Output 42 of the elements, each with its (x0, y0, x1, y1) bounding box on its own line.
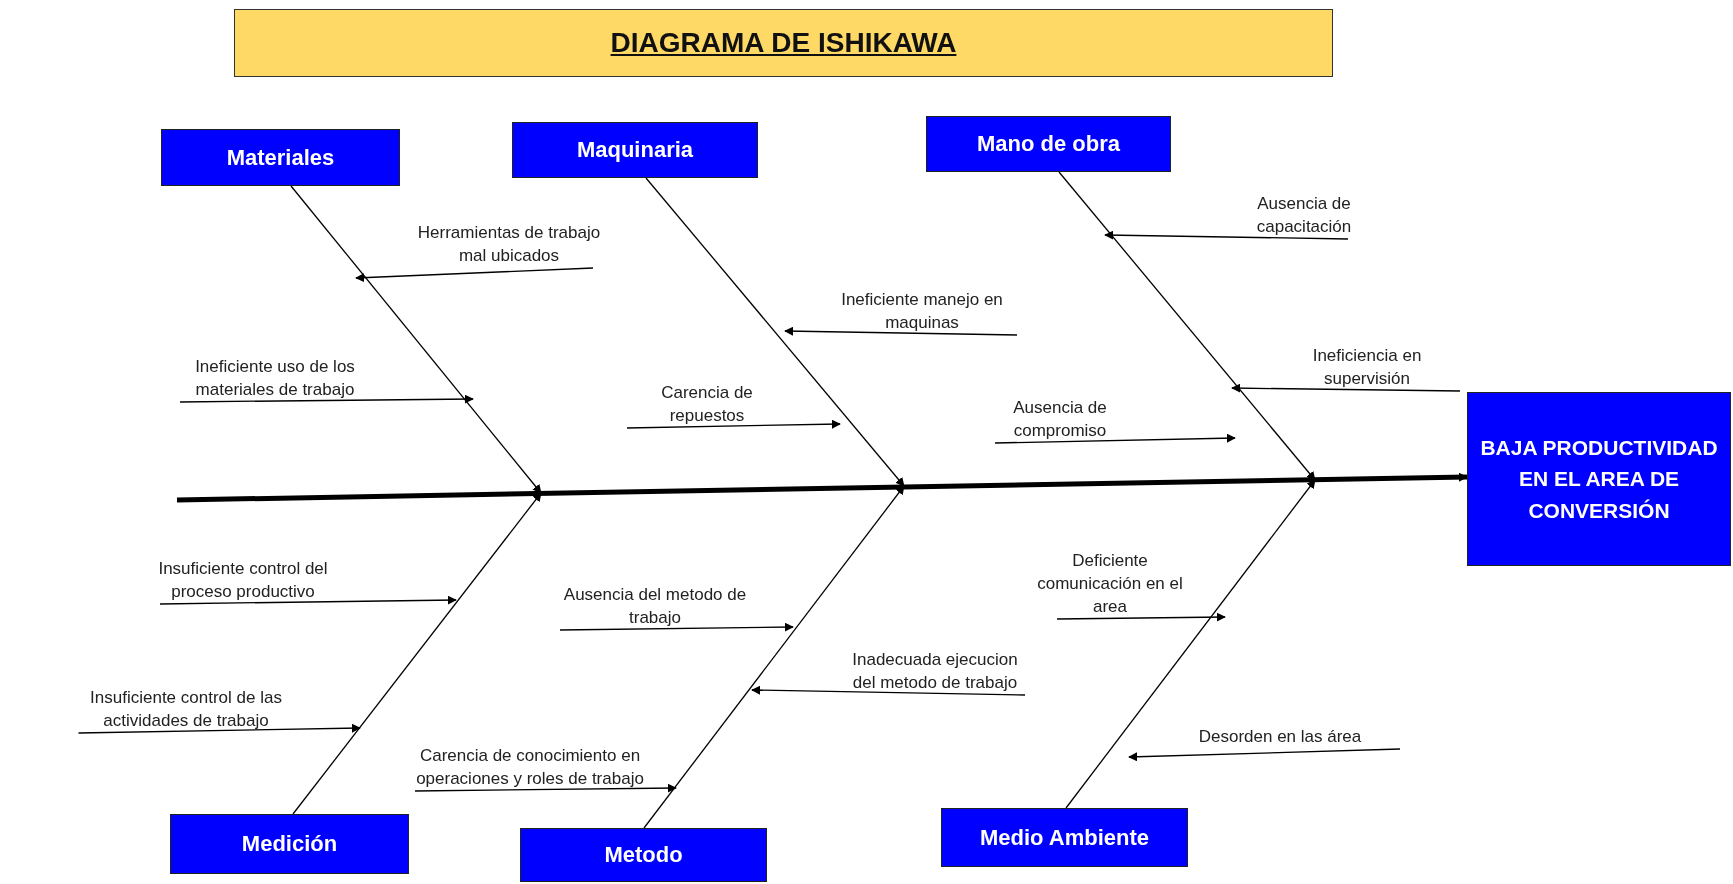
category-box: Medición (170, 814, 409, 874)
category-box: Maquinaria (512, 122, 758, 178)
cause-label: Insuficiente control del proceso productivo (143, 558, 343, 604)
cause-label: Ineficiente uso de los materiales de trabajo (180, 356, 370, 402)
category-box: Materiales (161, 129, 400, 186)
category-box: Mano de obra (926, 116, 1171, 172)
arrow (994, 433, 1236, 444)
spine-arrow (176, 472, 1468, 503)
cause-label: Insuficiente control de las actividades de trabajo (78, 687, 294, 733)
arrow (179, 394, 474, 404)
arrow (1231, 383, 1461, 393)
arrow (559, 622, 794, 632)
arrow (1128, 748, 1401, 762)
category-box: Medio Ambiente (941, 808, 1188, 867)
cause-label: Carencia de conocimiento en operaciones y roles de trabajo (415, 745, 645, 791)
cause-label: Ausencia de compromiso (980, 397, 1140, 443)
cause-label: Carencia de repuestos (627, 382, 787, 428)
arrow (784, 326, 1018, 336)
arrow (626, 419, 841, 429)
arrow (1104, 230, 1349, 240)
cause-label: Desorden en las área (1160, 726, 1400, 749)
arrow (1058, 171, 1316, 481)
arrow (414, 783, 677, 793)
cause-label: Ineficiencia en supervisión (1272, 345, 1462, 391)
cause-label: Ausencia de capacitación (1224, 193, 1384, 239)
arrow (292, 492, 542, 815)
arrow (645, 177, 905, 487)
arrow (77, 723, 361, 734)
cause-label: Ineficiente manejo en maquinas (827, 289, 1017, 335)
arrow (159, 595, 457, 605)
arrow (1056, 612, 1226, 622)
title-banner: DIAGRAMA DE ISHIKAWA (234, 9, 1333, 77)
cause-label: Ausencia del metodo de trabajo (560, 584, 750, 630)
cause-label: Deficiente comunicación en el area (1035, 550, 1185, 619)
cause-label: Inadecuada ejecucion del metodo de trabajo (845, 649, 1025, 695)
cause-label: Herramientas de trabajo mal ubicados (414, 222, 604, 268)
arrow (290, 185, 542, 494)
arrow (355, 267, 594, 283)
effect-box: BAJA PRODUCTIVIDAD EN EL AREA DE CONVERSIÓN (1467, 392, 1731, 566)
arrow (1065, 479, 1316, 809)
arrow (751, 685, 1026, 696)
category-box: Metodo (520, 828, 767, 882)
